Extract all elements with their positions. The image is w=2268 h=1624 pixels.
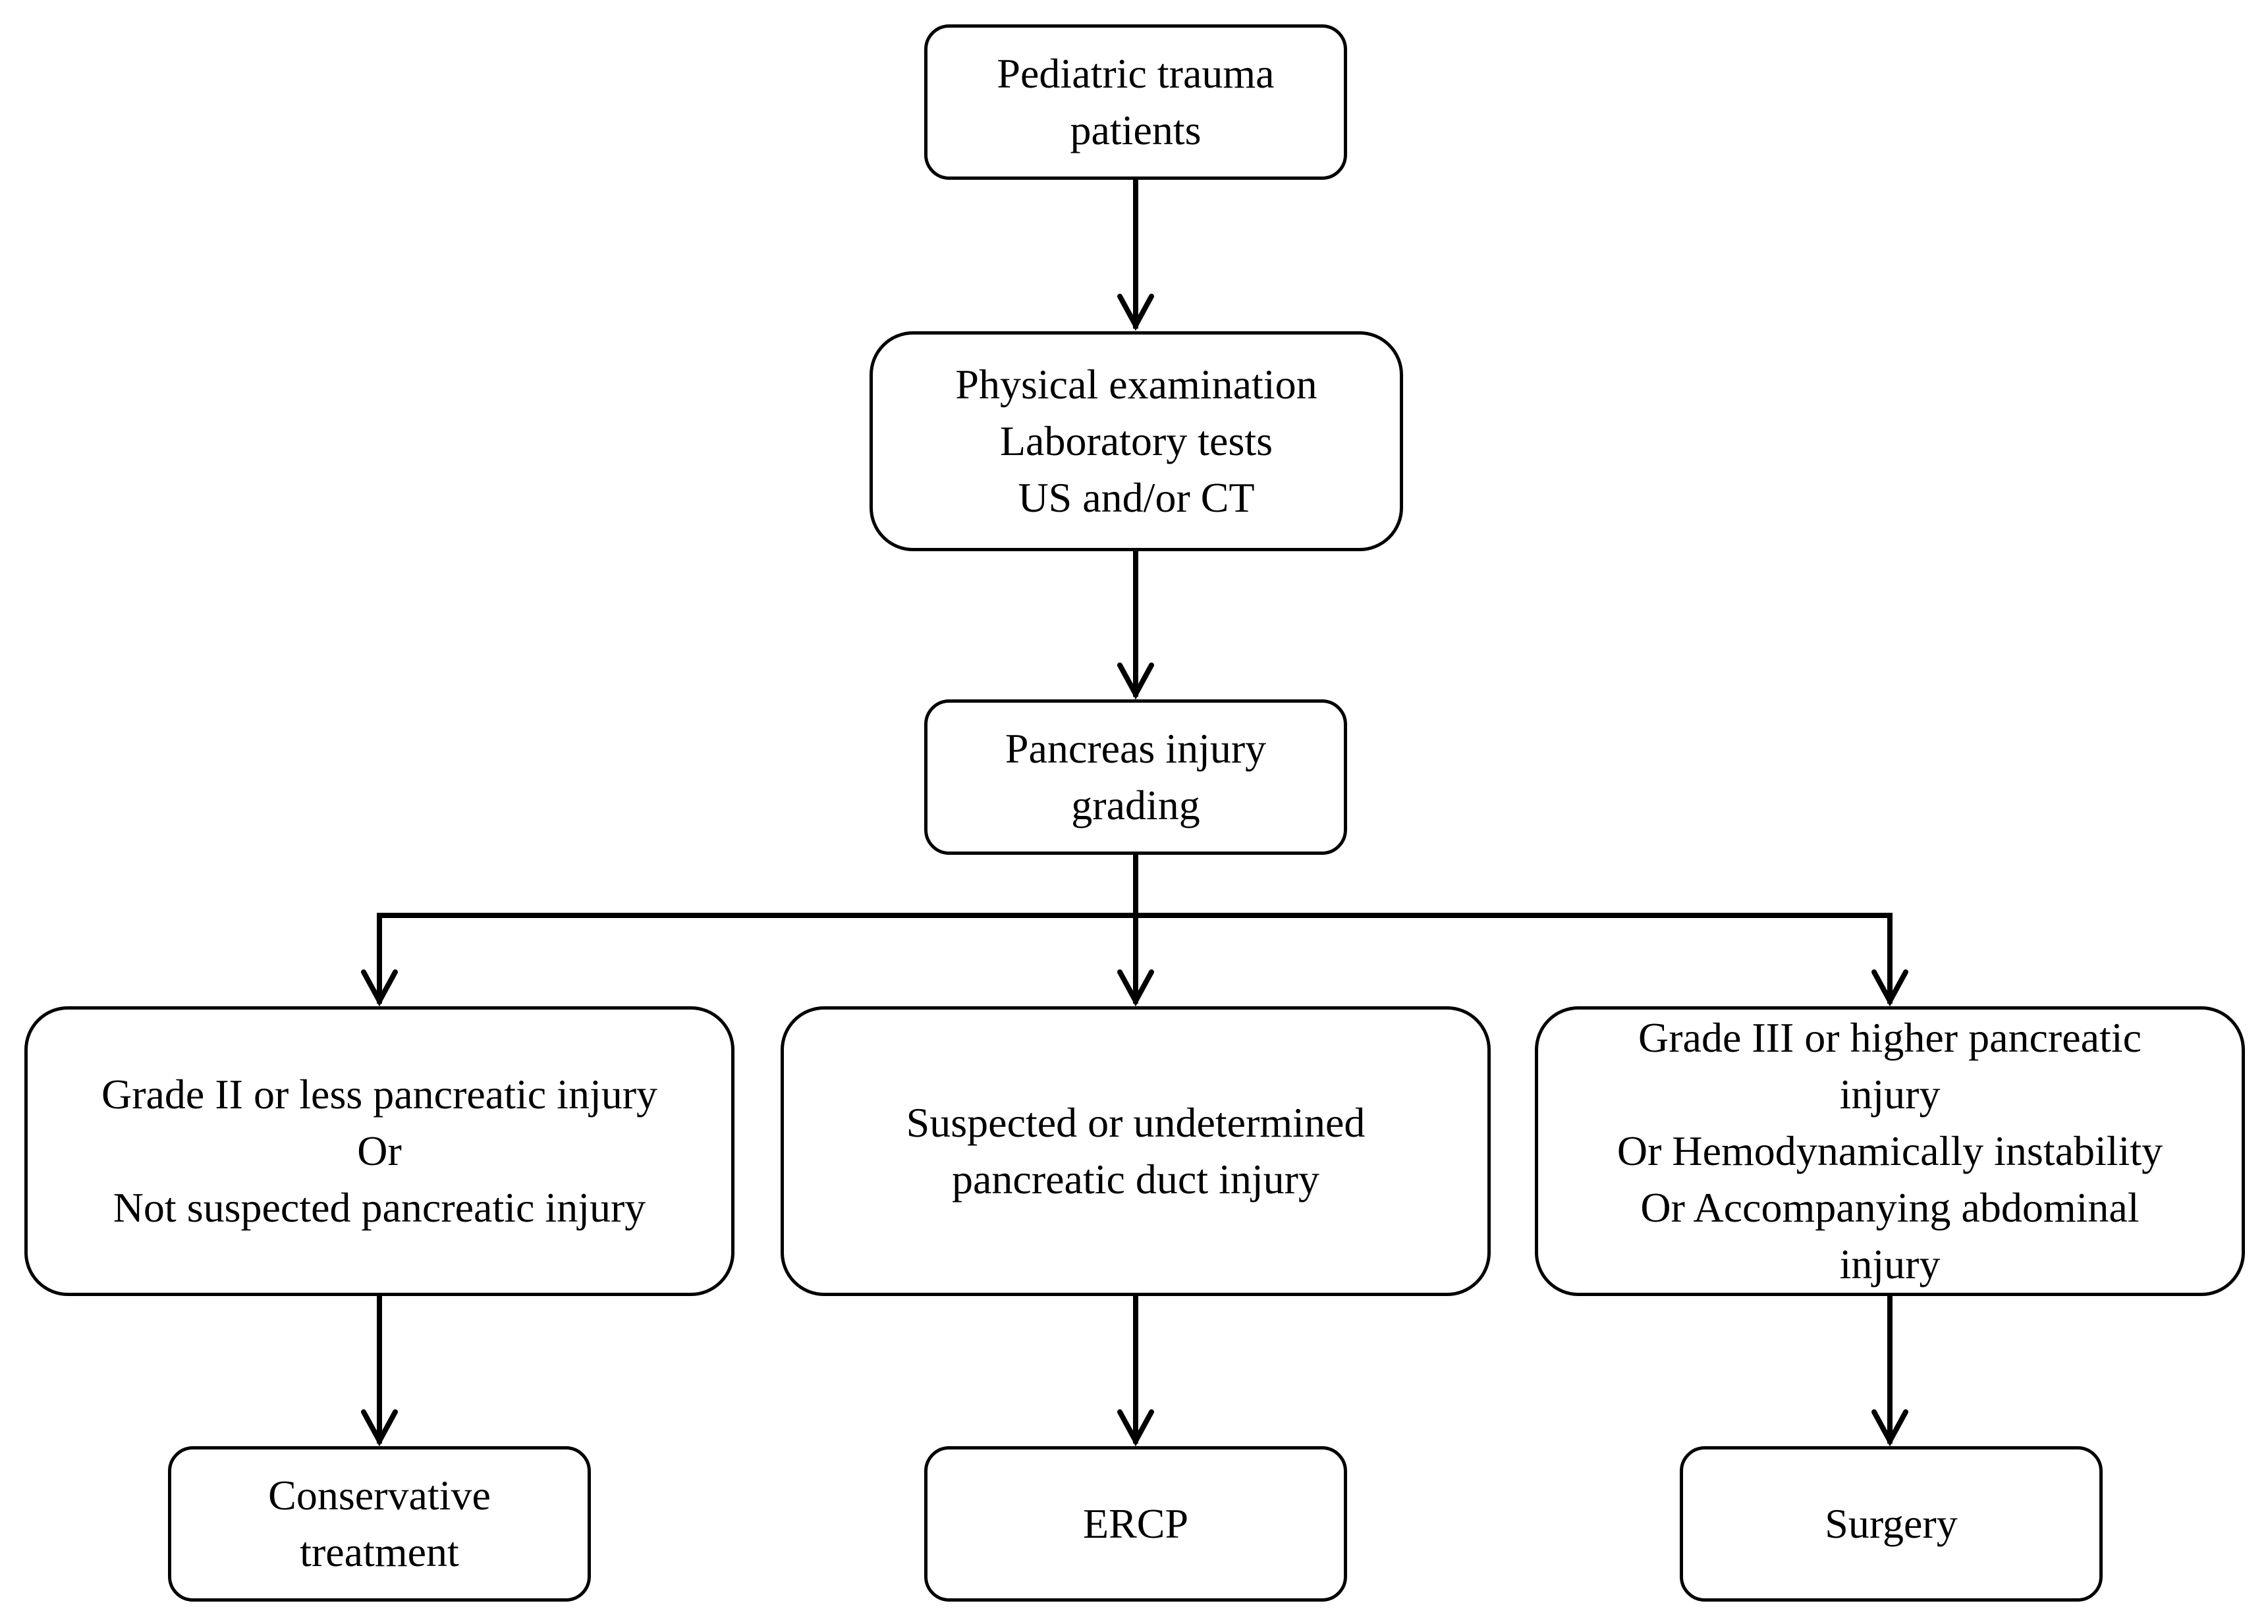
- node-text-line: US and/or CT: [1018, 474, 1255, 521]
- node-text-line: Pediatric trauma: [997, 50, 1275, 97]
- node-text-line: ERCP: [1082, 1500, 1189, 1547]
- arrowhead-low-branch: [361, 969, 398, 1007]
- node-workup: Physical examination Laboratory tests US…: [870, 331, 1403, 551]
- node-text-line: Or Accompanying abdominal: [1640, 1184, 2140, 1231]
- node-text-line: Physical examination: [955, 361, 1317, 408]
- arrowhead-ercp: [1117, 1409, 1154, 1447]
- node-text-line: grading: [1071, 782, 1200, 828]
- arrowhead-grading: [1117, 663, 1154, 700]
- node-text-line: Surgery: [1825, 1500, 1958, 1547]
- arrowhead-high-branch: [1871, 969, 1908, 1007]
- node-pancreas-injury-grading: Pancreas injury grading: [924, 699, 1347, 855]
- node-text-line: Laboratory tests: [999, 418, 1273, 464]
- node-duct-injury: Suspected or undetermined pancreatic duc…: [781, 1006, 1491, 1296]
- node-conservative-treatment: Conservative treatment: [168, 1446, 591, 1602]
- node-text-line: Or Hemodynamically instability: [1617, 1127, 2163, 1174]
- node-text-line: Conservative: [268, 1472, 491, 1519]
- node-text-line: Or: [357, 1127, 402, 1174]
- arrowhead-surgery: [1871, 1409, 1908, 1447]
- node-high-grade-injury: Grade III or higher pancreatic injury Or…: [1535, 1006, 2245, 1296]
- node-text-line: Pancreas injury: [1005, 725, 1267, 772]
- node-text-line: patients: [1070, 107, 1202, 153]
- node-text-line: Suspected or undetermined: [906, 1099, 1366, 1146]
- node-text-line: pancreatic duct injury: [952, 1156, 1319, 1203]
- node-text-line: injury: [1839, 1241, 1941, 1287]
- node-pediatric-trauma-patients: Pediatric trauma patients: [924, 24, 1347, 180]
- node-text-line: Not suspected pancreatic injury: [113, 1184, 646, 1231]
- arrowhead-duct-branch: [1117, 969, 1154, 1007]
- node-text-line: injury: [1839, 1071, 1941, 1118]
- node-text-line: Grade III or higher pancreatic: [1638, 1014, 2142, 1061]
- arrowhead-workup: [1117, 294, 1154, 331]
- node-text-line: Grade II or less pancreatic injury: [101, 1071, 658, 1118]
- arrowhead-conservative: [361, 1409, 398, 1447]
- node-low-grade-injury: Grade II or less pancreatic injury Or No…: [24, 1006, 734, 1296]
- node-surgery: Surgery: [1680, 1446, 2103, 1602]
- node-text-line: treatment: [300, 1529, 459, 1575]
- node-ercp: ERCP: [924, 1446, 1347, 1602]
